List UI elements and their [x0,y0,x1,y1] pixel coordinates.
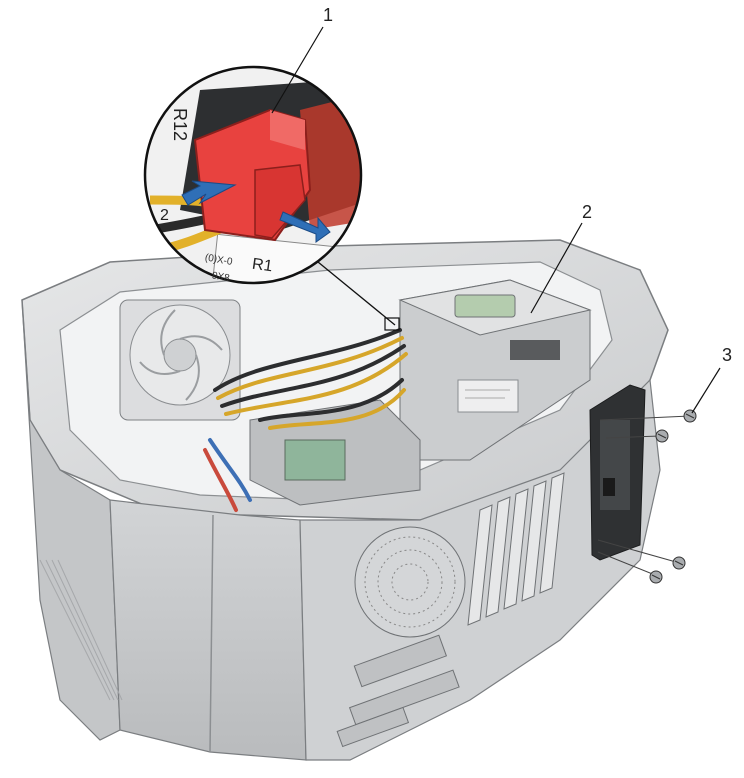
callout-1: 1 [323,5,334,25]
psu-bracket [589,384,697,584]
slot-label-r12: R12 [170,108,190,141]
screw-icon [683,409,697,423]
callout-leaders [271,26,721,414]
front-vents [39,559,123,701]
expansion-slots [467,472,565,626]
zoom-leader [317,261,396,326]
magnified-view: R12 R1 2 (0)X-0 9X8 [143,65,363,284]
chassis-front-lower [109,499,307,761]
slot-label-r1: R1 [251,256,274,276]
cable-bundle [203,328,408,512]
callout-3: 3 [722,345,733,365]
sticker-label-a: (0)X-0 [204,252,234,268]
slot-label-2: 2 [160,207,169,224]
sticker-label-b: 9X8 [211,270,231,284]
screw-icon [649,570,663,584]
press-arrow-icon [279,211,331,243]
case-fan [119,299,241,421]
screw-icon [655,429,669,443]
release-arrow-icon [181,180,237,206]
callout-2: 2 [582,202,593,222]
io-ports [336,634,460,748]
screw-icon [672,556,686,570]
rear-fan-grill [354,526,466,638]
